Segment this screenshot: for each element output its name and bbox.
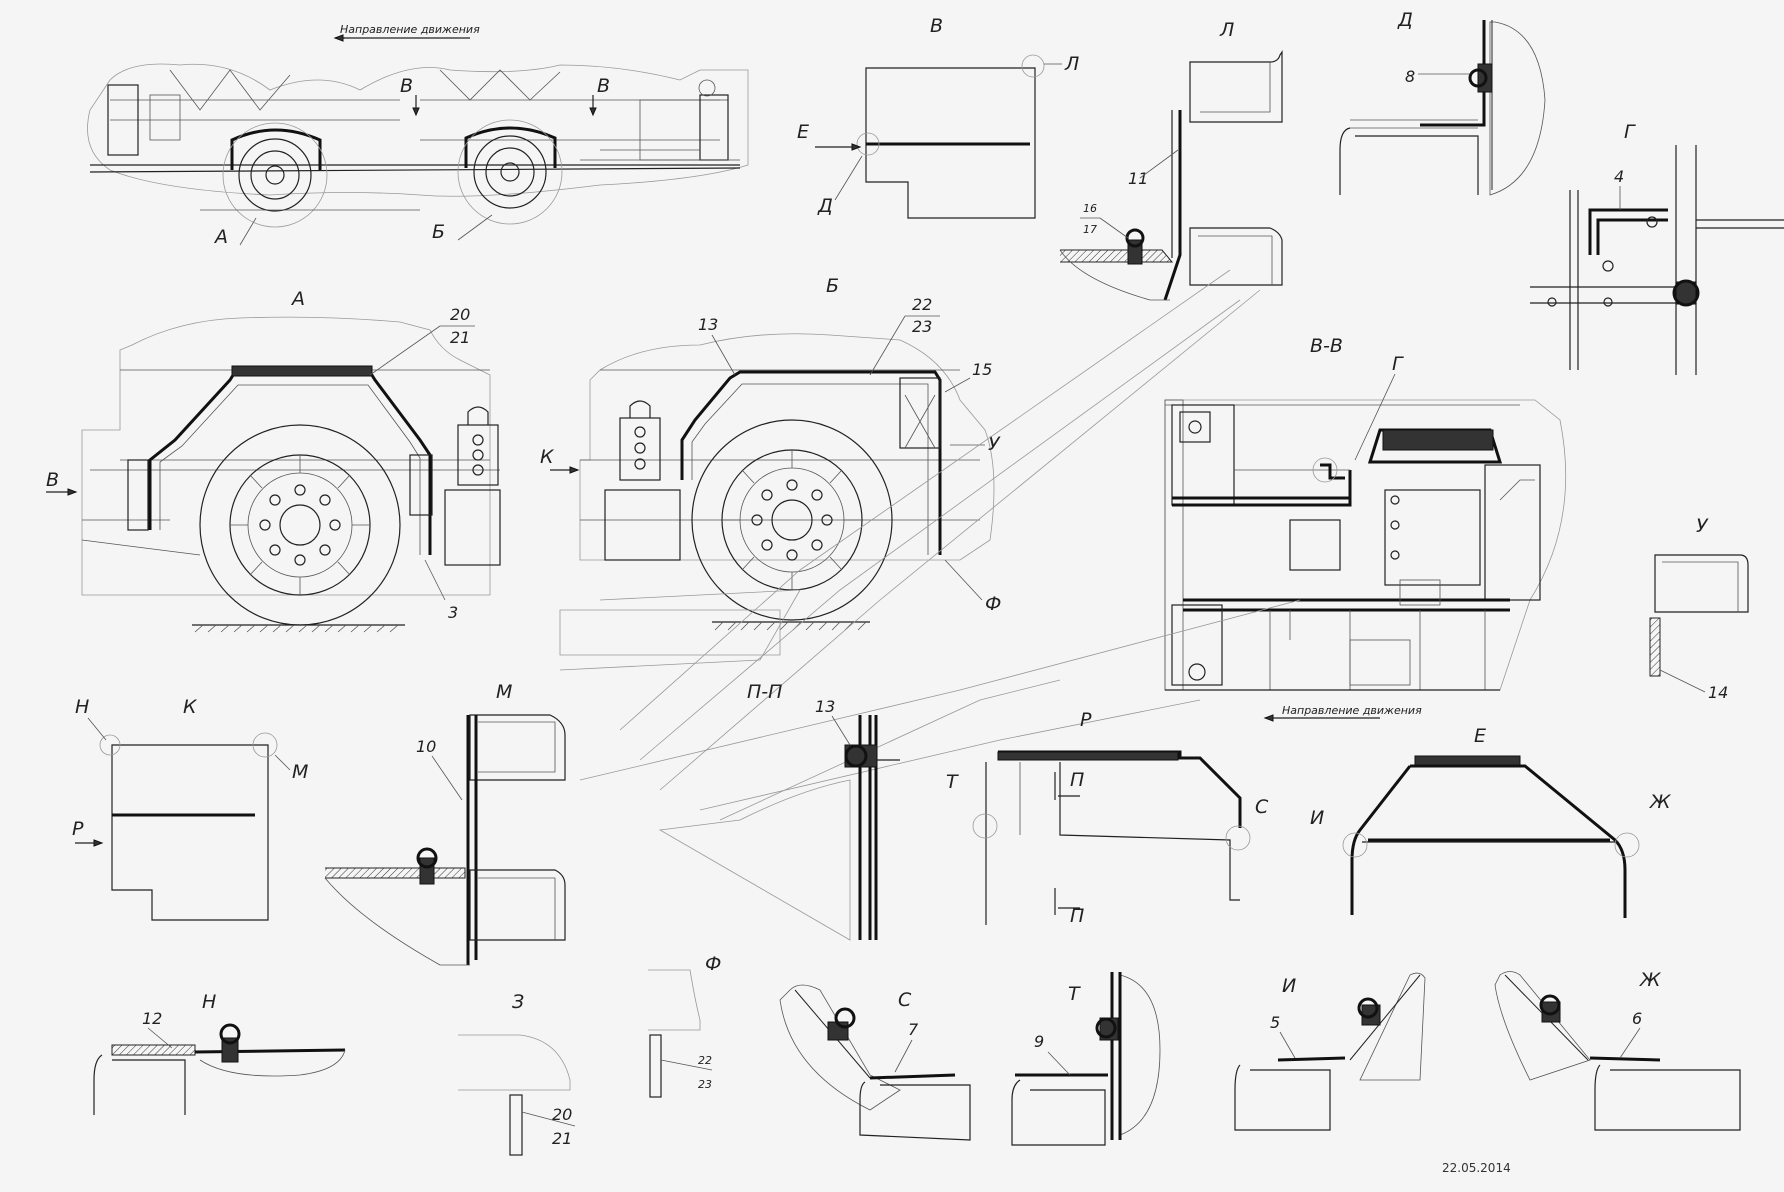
detail-ref-d: Д [817,195,833,217]
callout-20-b: 20 [552,1105,572,1124]
view-z-detail: З 20 21 [458,991,576,1156]
callout-5: 5 [1270,1013,1280,1032]
view-g-detail: Г 4 [1530,121,1784,375]
view-k-detail: К Н М Р [72,696,308,921]
detail-ref-n: Н [75,696,89,718]
detail-ref-g: Г [1392,353,1404,375]
callout-8: 8 [1405,67,1415,86]
view-u-detail: У 14 [1649,515,1749,702]
section-arrow-v1: В [400,75,413,97]
detail-ref-s: С [1255,796,1269,818]
view-title-u: У [1696,515,1709,537]
detail-ref-f: Ф [985,593,1001,615]
callout-20-a: 20 [450,305,470,324]
callout-ref-a: А [213,226,228,248]
callout-17: 17 [1083,223,1097,236]
view-title-a: А [290,288,305,310]
callout-21-b: 21 [552,1129,572,1148]
detail-ref-t: Т [946,771,959,793]
view-title-m: М [496,681,512,703]
wheel-a-bolts [259,484,341,566]
arrow-label-v-left: В [46,469,59,491]
detail-ref-m: М [292,761,308,783]
callout-13-b: 13 [815,697,835,716]
detail-ref-u: У [988,433,1001,455]
callout-23-a: 23 [912,317,932,336]
view-e-section: Е И Ж [1310,725,1672,918]
view-title-r: Р [1080,709,1092,731]
view-title-s: С [898,989,912,1011]
view-title-z: З [512,991,524,1013]
callout-11: 11 [1128,169,1148,188]
callout-13-a: 13 [698,315,718,334]
detail-ref-zh: Ж [1649,791,1672,813]
view-m-detail: М 10 [324,681,566,966]
view-title-v: В [930,15,943,37]
view-title-zh: Ж [1639,969,1662,991]
arrow-label-r: Р [72,818,84,840]
direction-label-vv: Направление движения [1282,704,1422,717]
section-arrow-p2: П [1070,905,1084,927]
side-view-vehicle: Направление движения [87,23,749,248]
view-title-d: Д [1397,9,1413,31]
detail-ref-l: Л [1064,53,1079,75]
callout-6: 6 [1632,1009,1642,1028]
callout-ref-b: Б [432,221,445,243]
callout-15: 15 [972,360,992,379]
view-title-l: Л [1219,19,1234,41]
callout-4: 4 [1614,167,1624,186]
view-title-t: Т [1068,983,1081,1005]
view-title-b: Б [826,275,839,297]
view-title-f: Ф [705,953,721,975]
arrow-label-e: Е [797,121,809,143]
callout-22-a: 22 [912,295,932,314]
view-s-detail: С 7 [779,984,971,1141]
drawing-date: 22.05.2014 [1442,1161,1511,1175]
callout-16: 16 [1083,202,1097,215]
view-t-detail: Т 9 [1011,972,1161,1146]
callout-23-b: 23 [698,1078,712,1091]
view-title-k: К [183,696,198,718]
view-title-i: И [1282,975,1296,997]
detail-ref-i: И [1310,807,1324,829]
view-title-e: Е [1474,725,1486,747]
callout-22-b: 22 [698,1054,712,1067]
view-title-vv: В-В [1310,335,1343,357]
view-f-detail: Ф 22 23 [648,953,721,1098]
arrow-label-k: К [540,446,555,468]
perspective-ghost-outlines [559,269,1301,821]
view-zh-detail: Ж 6 [1494,969,1741,1131]
wheel-b-bolts [751,479,833,561]
section-arrow-p1: П [1070,769,1084,791]
view-n-detail: Н 12 [93,991,346,1115]
callout-3: 3 [448,603,458,622]
view-r-section: Р Т С П П [946,709,1269,927]
callout-21-a: 21 [450,328,470,347]
view-pp-section: П-П 13 [658,681,900,941]
callout-14: 14 [1708,683,1728,702]
callout-12: 12 [142,1009,162,1028]
callout-10: 10 [416,737,436,756]
view-vv-section: В-В Г Направление движения [1164,335,1567,722]
callout-9: 9 [1034,1032,1044,1051]
view-title-pp: П-П [747,681,782,703]
callout-7: 7 [908,1020,919,1039]
view-title-n: Н [202,991,216,1013]
view-b-wheel-arch: Б К 13 22 [540,275,1001,631]
view-l-detail: Л 11 16 17 [1059,19,1283,301]
view-i-detail: И 5 [1234,972,1426,1131]
view-title-g: Г [1624,121,1636,143]
view-v-small: В Л Е Д [797,15,1079,219]
section-arrow-v2: В [597,75,610,97]
direction-label-top: Направление движения [340,23,480,36]
view-a-wheel-arch: А В [46,288,501,633]
view-d-detail: Д 8 [1339,9,1546,196]
